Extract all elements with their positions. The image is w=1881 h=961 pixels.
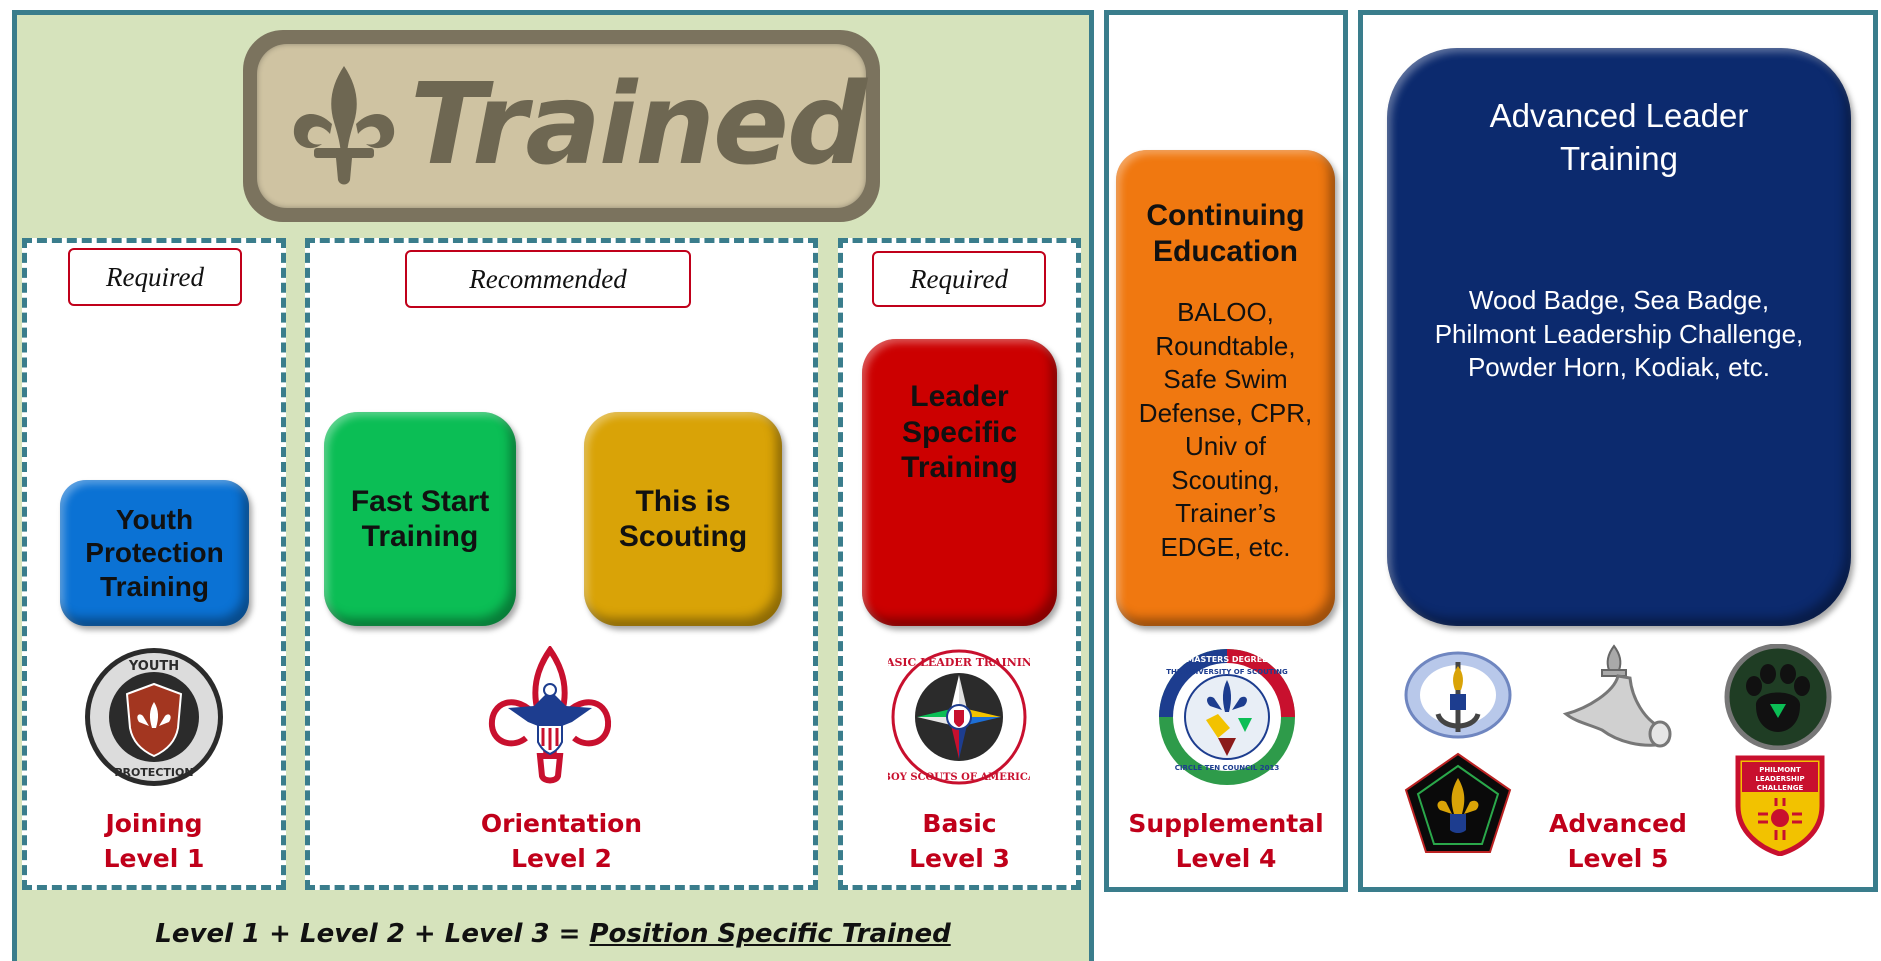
- kodiak-paw-icon: [1724, 644, 1832, 750]
- advanced-leader-training-title: Advanced Leader Training: [1489, 97, 1749, 177]
- level4-name: Supplemental: [1128, 809, 1324, 838]
- svg-text:BOY SCOUTS OF AMERICA: BOY SCOUTS OF AMERICA: [888, 772, 1030, 783]
- advanced-leader-training-box: Advanced Leader Training Wood Badge, Sea…: [1387, 48, 1851, 626]
- svg-text:MASTERS DEGREE: MASTERS DEGREE: [1186, 655, 1267, 664]
- continuing-education-box: Continuing Education BALOO, Roundtable, …: [1116, 150, 1335, 626]
- recommended-tag: Recommended: [405, 250, 691, 308]
- university-of-scouting-seal-icon: MASTERS DEGREE THE UNIVERSITY OF SCOUTIN…: [1156, 646, 1298, 788]
- leader-specific-training-box: Leader Specific Training: [862, 339, 1057, 626]
- level3-label: Level 3: [909, 844, 1010, 873]
- youth-protection-training-box: Youth Protection Training: [60, 480, 249, 626]
- svg-text:BASIC LEADER TRAINING: BASIC LEADER TRAINING: [888, 656, 1030, 669]
- level4-label: Level 4: [1175, 844, 1277, 873]
- level5-name: Advanced: [1549, 809, 1687, 838]
- level2-label: Level 2: [511, 844, 612, 873]
- svg-text:CIRCLE TEN COUNCIL 2013: CIRCLE TEN COUNCIL 2013: [1175, 764, 1280, 772]
- svg-text:THE UNIVERSITY OF SCOUTING: THE UNIVERSITY OF SCOUTING: [1166, 668, 1288, 676]
- basic-leader-training-seal-icon: BASIC LEADER TRAINING BOY SCOUTS OF AMER…: [888, 646, 1030, 788]
- this-is-scouting-box: This is Scouting: [584, 412, 782, 626]
- wood-badge-pentagon-icon: [1402, 750, 1514, 856]
- svg-text:LEADERSHIP: LEADERSHIP: [1755, 775, 1804, 783]
- level1-name: Joining: [105, 809, 203, 838]
- continuing-education-title: Continuing Education: [1146, 199, 1305, 268]
- powder-horn-icon: [1558, 638, 1680, 750]
- philmont-leadership-challenge-shield-icon: PHILMONT LEADERSHIP CHALLENGE: [1734, 750, 1826, 856]
- formula-result: Position Specific Trained: [589, 919, 951, 949]
- svg-text:YOUTH: YOUTH: [128, 659, 179, 674]
- svg-text:CHALLENGE: CHALLENGE: [1757, 784, 1804, 792]
- youth-protection-seal-icon: YOUTH PROTECTION: [83, 646, 225, 788]
- bsa-fleur-de-lis-eagle-icon: [486, 646, 614, 786]
- advanced-leader-training-items: Wood Badge, Sea Badge, Philmont Leadersh…: [1434, 285, 1804, 382]
- position-specific-formula: Level 1 + Level 2 + Level 3 = Position S…: [17, 914, 1089, 954]
- required-tag: Required: [872, 251, 1046, 307]
- required-tag: Required: [68, 248, 242, 306]
- formula-text: Level 1 + Level 2 + Level 3 =: [155, 919, 590, 949]
- level3-name: Basic: [922, 809, 997, 838]
- fleur-de-lis-icon: [284, 62, 404, 190]
- level2-name: Orientation: [480, 809, 643, 838]
- sea-badge-icon: [1402, 648, 1514, 742]
- level1-label: Level 1: [103, 844, 205, 873]
- fast-start-training-box: Fast Start Training: [324, 412, 516, 626]
- svg-text:PROTECTION: PROTECTION: [114, 766, 193, 779]
- trained-title: Trained: [410, 60, 867, 190]
- continuing-education-items: BALOO, Roundtable, Safe Swim Defense, CP…: [1138, 297, 1313, 562]
- level5-label: Level 5: [1567, 844, 1669, 873]
- svg-text:PHILMONT: PHILMONT: [1759, 766, 1801, 774]
